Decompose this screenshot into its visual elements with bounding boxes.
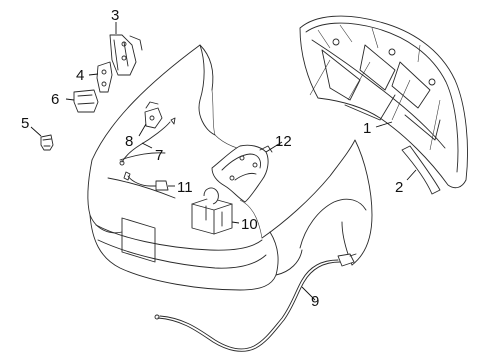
callout-7: 7: [155, 147, 163, 164]
callout-1: 1: [363, 120, 371, 137]
callout-11: 11: [177, 179, 193, 196]
hood-hinge: [109, 34, 143, 76]
release-cable: [154, 253, 357, 352]
hood-panel: [299, 15, 468, 189]
callout-10: 10: [241, 216, 258, 233]
bumper-block: [191, 187, 233, 235]
callout-9: 9: [311, 293, 319, 310]
leader-lines: [30, 22, 417, 301]
hood-latch: [144, 101, 163, 129]
callout-6: 6: [51, 91, 59, 108]
release-rod: [119, 117, 176, 166]
callout-5: 5: [21, 115, 29, 132]
callout-4: 4: [76, 67, 84, 84]
callout-2: 2: [395, 179, 403, 196]
insulator-block: [73, 89, 99, 113]
hood-bumper-clip: [40, 134, 54, 151]
safety-catch: [123, 171, 169, 191]
callout-12: 12: [275, 133, 292, 150]
hood-seal-strip: [401, 145, 441, 195]
callout-8: 8: [125, 133, 133, 150]
callout-labels: 1 2 3 4 5 6 7 8 9 10 11 12: [21, 7, 403, 310]
latch-support-bracket: [211, 144, 273, 203]
hinge-bracket: [96, 61, 113, 93]
callout-3: 3: [111, 7, 119, 24]
